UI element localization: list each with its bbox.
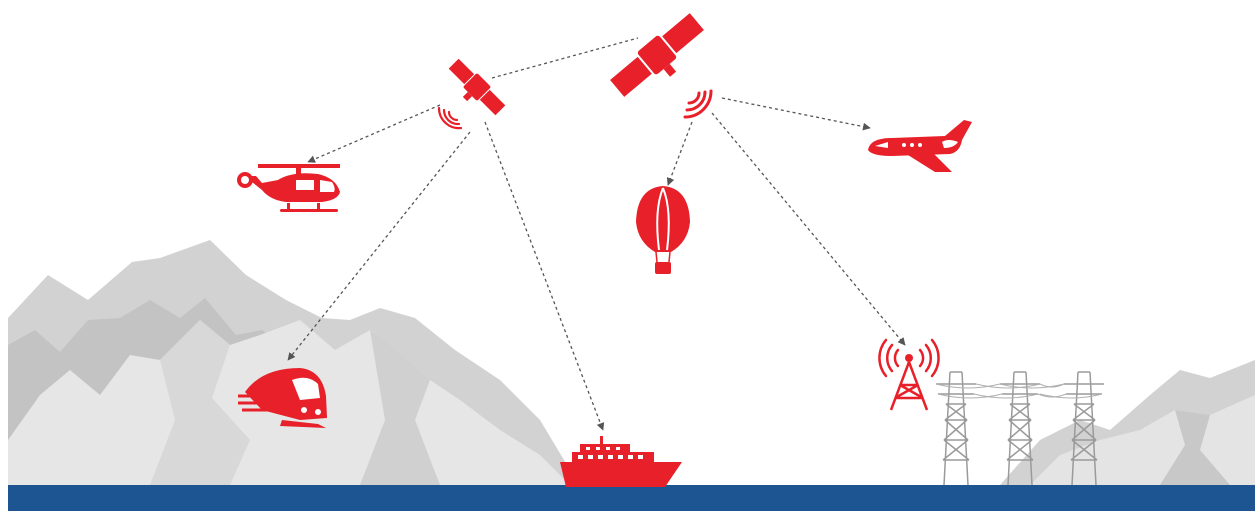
mountain-shadow-right: [1160, 410, 1230, 485]
hot-air-balloon-icon: [636, 186, 690, 274]
satellite-large-icon: [610, 13, 704, 97]
signal-waves-small-icon: [437, 106, 463, 130]
link-to-train: [287, 131, 471, 361]
link-to-ship: [484, 121, 605, 431]
pylon-2: [1000, 371, 1040, 486]
train-icon: [238, 368, 327, 428]
satellite-links: [287, 37, 906, 431]
mountain-shadow-mid: [360, 330, 440, 485]
power-pylon-icon: [935, 371, 1104, 486]
satellite-small-icon: [448, 58, 506, 116]
pylon-3: [1064, 371, 1104, 486]
sea: [8, 485, 1255, 511]
mountain-shadow-left: [150, 320, 250, 485]
link-to-tower: [711, 112, 906, 346]
radio-tower-icon: [878, 338, 940, 411]
mountains: [8, 240, 1255, 485]
helicopter-icon: [237, 164, 340, 212]
link-to-helicopter: [307, 104, 441, 163]
power-cables: [935, 383, 1103, 399]
ship-icon: [560, 436, 682, 487]
signal-waves-large-icon: [683, 89, 713, 119]
link-to-airplane: [721, 97, 871, 131]
pylon-1: [936, 371, 976, 486]
link-to-balloon: [666, 121, 693, 186]
airplane-icon: [868, 120, 972, 172]
link-sat-to-sat: [491, 37, 639, 79]
